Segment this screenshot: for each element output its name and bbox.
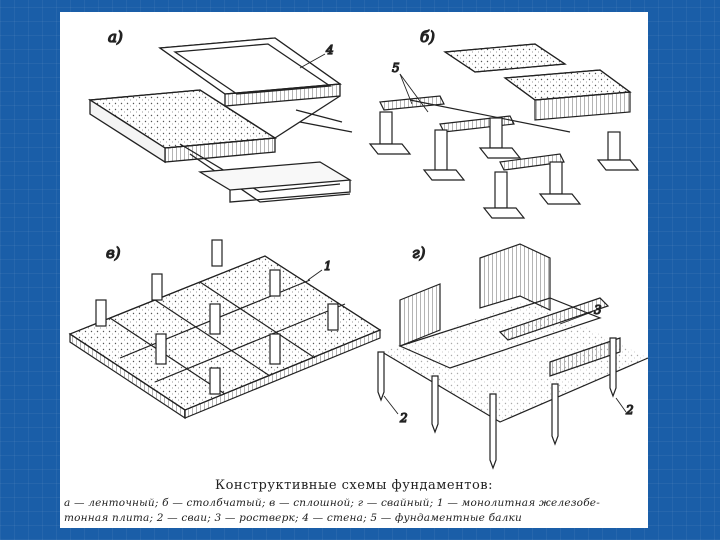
panel-b-label: б) <box>420 28 435 46</box>
panel-g-pile-foundation: г) 3 2 2 <box>377 243 648 470</box>
panel-v-label: в) <box>106 244 121 262</box>
foundation-diagram: а) 4 б) <box>68 27 648 470</box>
slide-frame: а) 4 б) <box>60 12 648 528</box>
panel-a-label: а) <box>108 28 123 46</box>
panel-a-callout-4: 4 <box>325 43 334 57</box>
panel-g-callout-2-right: 2 <box>625 403 634 417</box>
panel-a-strip-foundation: а) 4 <box>88 27 353 203</box>
legend-line-2: тонная плита; 2 — сваи; 3 — ростверк; 4 … <box>64 512 522 524</box>
panel-b-callout-5: 5 <box>392 61 400 75</box>
slab-columns <box>95 239 339 395</box>
panel-b-column-foundation: б) <box>368 27 640 219</box>
piles <box>377 337 617 470</box>
legend-line-1: а — ленточный; б — столбчатый; в — сплош… <box>64 497 600 509</box>
panel-g-callout-3: 3 <box>594 303 602 317</box>
figure-caption: Конструктивные схемы фундаментов: а — ле… <box>60 478 648 528</box>
caption-title: Конструктивные схемы фундаментов: <box>215 478 493 493</box>
column-footings <box>368 111 640 219</box>
panel-g-callout-2-left: 2 <box>399 411 408 425</box>
panel-v-callout-1: 1 <box>324 259 332 273</box>
panel-g-label: г) <box>412 244 426 262</box>
panel-v-slab-foundation: в) <box>68 239 382 420</box>
